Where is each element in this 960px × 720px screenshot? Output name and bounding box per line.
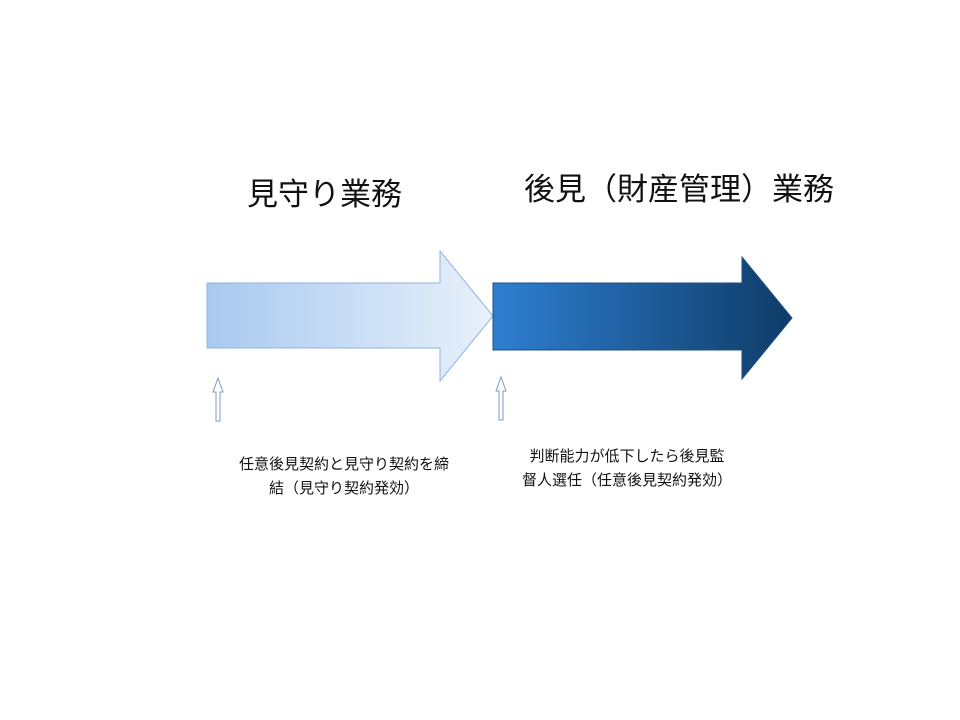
guardianship-phase-arrow [492,255,793,381]
guardianship-phase-title: 後見（財産管理）業務 [524,172,834,208]
note-line: 任意後見契約と見守り契約を締 [238,455,449,473]
guardianship-phase-note: 判断能力が低下したら後見監 督人選任（任意後見契約発効） [488,444,766,492]
up-arrow-outline-icon [495,375,507,421]
note-line: 督人選任（任意後見契約発効） [521,471,732,489]
note-line: 判断能力が低下したら後見監 [529,447,725,465]
up-arrow-outline-icon [212,376,224,422]
watch-phase-arrow [206,249,494,383]
note-line: 結（見守り契約発効） [268,479,419,497]
watch-phase-note: 任意後見契約と見守り契約を締 結（見守り契約発効） [210,452,478,500]
watch-phase-title: 見守り業務 [247,177,402,213]
